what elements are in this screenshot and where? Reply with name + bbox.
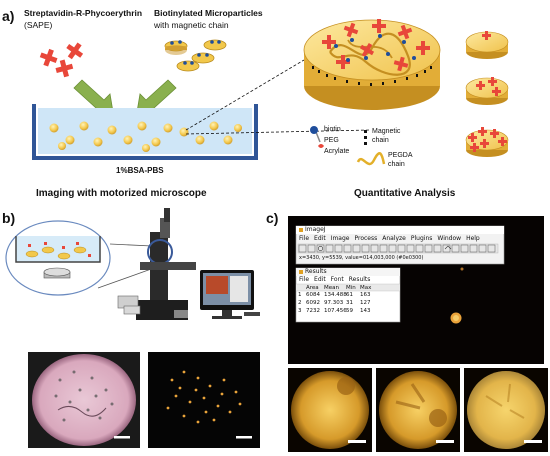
particle-medium bbox=[465, 77, 509, 105]
results-cell: 3 bbox=[298, 308, 302, 314]
results-cell: 7232 bbox=[306, 308, 320, 314]
legend-peg: PEG bbox=[324, 137, 339, 144]
results-menu-font[interactable]: Font bbox=[330, 276, 344, 283]
magnified-particle bbox=[303, 19, 441, 110]
results-cell: 97.303 bbox=[324, 300, 344, 306]
results-cell: 6092 bbox=[306, 300, 320, 306]
results-cell: 127 bbox=[360, 300, 371, 306]
results-menu-file[interactable]: File bbox=[299, 276, 310, 283]
legend-magnetic: Magnetic bbox=[372, 128, 401, 135]
zoom-line-top bbox=[185, 59, 305, 131]
table-row[interactable]: 1 6084 134.488 61 163 bbox=[298, 291, 374, 299]
fluor-particle-1 bbox=[288, 368, 372, 452]
imagej-status-bar: x=3430, y=5539, value=014,003,000 (#0e03… bbox=[299, 255, 424, 261]
zoom-line-b1 bbox=[109, 243, 153, 247]
results-col-mean: Mean bbox=[324, 284, 339, 291]
legend-symbols bbox=[310, 126, 386, 166]
results-menu-results[interactable]: Results bbox=[348, 276, 371, 283]
microparticle-cluster bbox=[164, 39, 227, 72]
results-col-min: Min bbox=[346, 284, 356, 291]
microparticle-subtitle: with magnetic chain bbox=[154, 20, 229, 30]
microscope bbox=[117, 208, 196, 320]
results-col-area: Area bbox=[306, 284, 319, 291]
results-cell: 134.488 bbox=[324, 292, 347, 298]
legend-acrylate: Acrylate bbox=[324, 148, 350, 155]
legend-pegda: PEGDA bbox=[388, 152, 413, 159]
brightfield-image bbox=[28, 352, 140, 448]
results-col-max: Max bbox=[360, 284, 372, 291]
legend-biotin: biotin bbox=[324, 126, 341, 133]
results-menu-edit[interactable]: Edit bbox=[314, 276, 326, 283]
results-cell: 6084 bbox=[306, 292, 320, 298]
buffer-label: 1%BSA-PBS bbox=[116, 166, 164, 175]
results-cell: 163 bbox=[360, 292, 371, 298]
caption-imaging: Imaging with motorized microscope bbox=[36, 188, 207, 199]
results-cell: 107.456 bbox=[324, 308, 347, 314]
microparticle-title: Biotinylated Microparticles bbox=[154, 8, 263, 18]
results-table: Area Mean Min Max 1 6084 134.488 61 163 … bbox=[298, 284, 374, 315]
imagej-window bbox=[295, 225, 505, 265]
imagej-menu-file[interactable]: File bbox=[299, 235, 310, 242]
table-row[interactable]: 3 7232 107.456 59 143 bbox=[298, 307, 374, 315]
fluor-particle-3 bbox=[464, 368, 548, 452]
zoom-line-bottom bbox=[185, 129, 371, 135]
particle-dense bbox=[465, 127, 509, 157]
results-window bbox=[295, 267, 401, 323]
results-cell: 2 bbox=[298, 300, 302, 306]
well-particles bbox=[49, 121, 242, 152]
results-title: Results bbox=[305, 268, 327, 275]
results-cell: 59 bbox=[346, 308, 353, 314]
results-menubar: File Edit Font Results bbox=[299, 276, 370, 283]
table-row[interactable]: 2 6092 97.303 31 127 bbox=[298, 299, 374, 307]
imagej-menu-plugins[interactable]: Plugins bbox=[410, 235, 433, 242]
imagej-menu-window[interactable]: Window bbox=[437, 235, 462, 242]
sape-subtitle: (SAPE) bbox=[24, 20, 53, 30]
imagej-menu-image[interactable]: Image bbox=[330, 235, 350, 242]
computer-monitor bbox=[200, 270, 260, 319]
well-schematic bbox=[5, 220, 111, 296]
particle-bright bbox=[465, 31, 509, 59]
imagej-menu-help[interactable]: Help bbox=[466, 235, 480, 242]
sape-cluster bbox=[39, 42, 84, 78]
panel-label-a: a) bbox=[2, 8, 15, 24]
fluor-particle-2 bbox=[376, 368, 460, 452]
sape-title: Streptavidin-R-Phycoerythrin bbox=[24, 8, 143, 18]
legend-magnetic-chain: chain bbox=[372, 137, 389, 144]
results-header-row: Area Mean Min Max bbox=[298, 284, 374, 291]
imagej-menu-analyze[interactable]: Analyze bbox=[382, 235, 406, 242]
imagej-menu-edit[interactable]: Edit bbox=[314, 235, 326, 242]
results-cell: 61 bbox=[346, 292, 353, 298]
caption-analysis: Quantitative Analysis bbox=[354, 188, 456, 199]
imagej-title: ImageJ bbox=[305, 226, 326, 233]
fluorescence-image bbox=[148, 352, 260, 448]
results-cell: 31 bbox=[346, 300, 353, 306]
zoom-line-b2 bbox=[97, 267, 155, 289]
legend-pegda-chain: chain bbox=[388, 161, 405, 168]
imagej-menu-process[interactable]: Process bbox=[354, 235, 378, 242]
panel-label-c: c) bbox=[266, 210, 279, 226]
panel-label-b: b) bbox=[2, 210, 16, 226]
imagej-menubar: File Edit Image Process Analyze Plugins … bbox=[299, 235, 480, 242]
results-cell: 1 bbox=[298, 292, 302, 298]
results-cell: 143 bbox=[360, 308, 371, 314]
